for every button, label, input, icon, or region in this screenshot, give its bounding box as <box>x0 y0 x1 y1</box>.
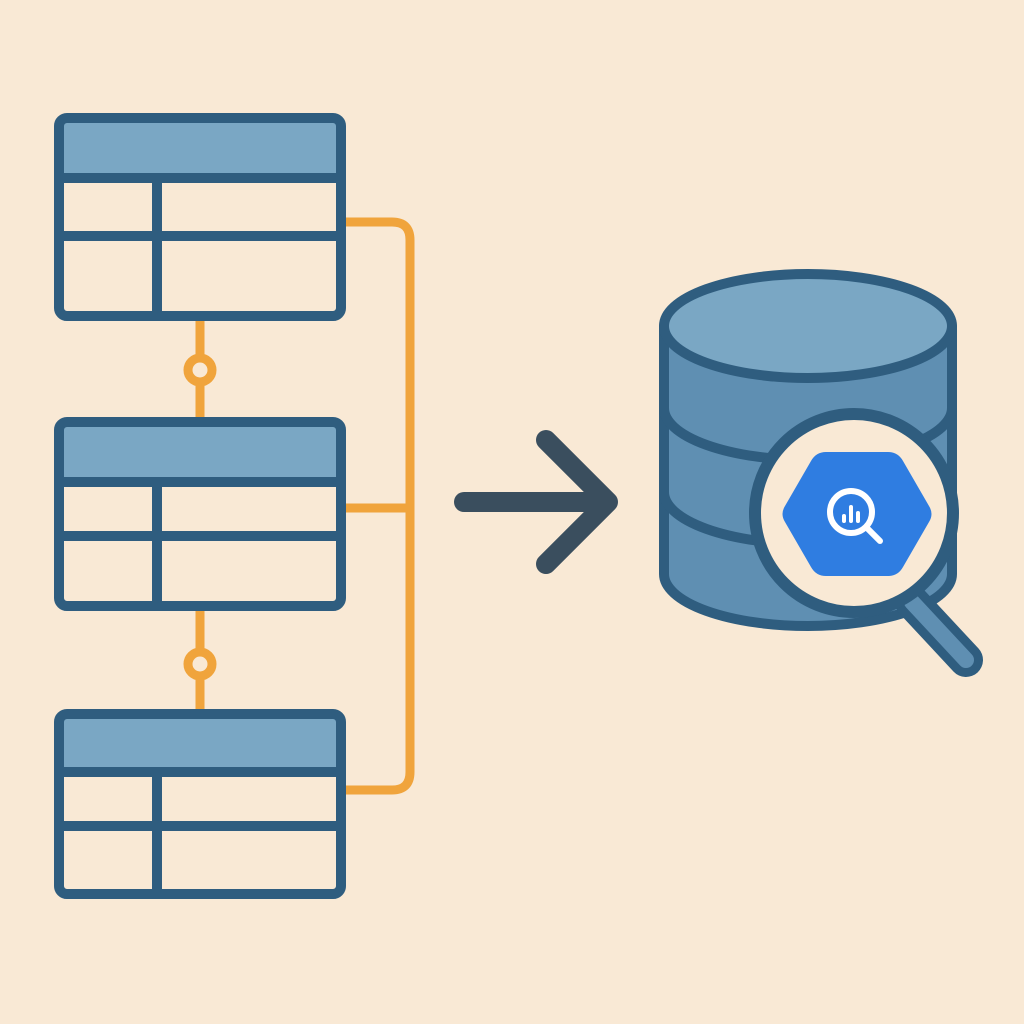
table-connectors <box>183 217 415 795</box>
table-3-header <box>59 714 341 772</box>
badge-search-ring <box>827 488 875 536</box>
database-top <box>659 269 957 383</box>
table-3 <box>54 709 346 899</box>
table-2 <box>54 417 346 611</box>
table-2-border <box>54 417 346 611</box>
table-1 <box>54 113 346 321</box>
table-2-header <box>59 422 341 482</box>
magnifier-handle <box>904 594 974 668</box>
bigquery-hexagon-icon <box>782 452 932 576</box>
table-3-border <box>54 709 346 899</box>
link-node-2-3 <box>183 647 217 681</box>
right-arrow-icon <box>454 430 618 574</box>
link-node-1-2 <box>183 353 217 387</box>
badge-search-handle <box>863 524 883 544</box>
arrow-head <box>536 430 618 574</box>
table-1-border <box>54 113 346 321</box>
table-1-header <box>59 118 341 178</box>
